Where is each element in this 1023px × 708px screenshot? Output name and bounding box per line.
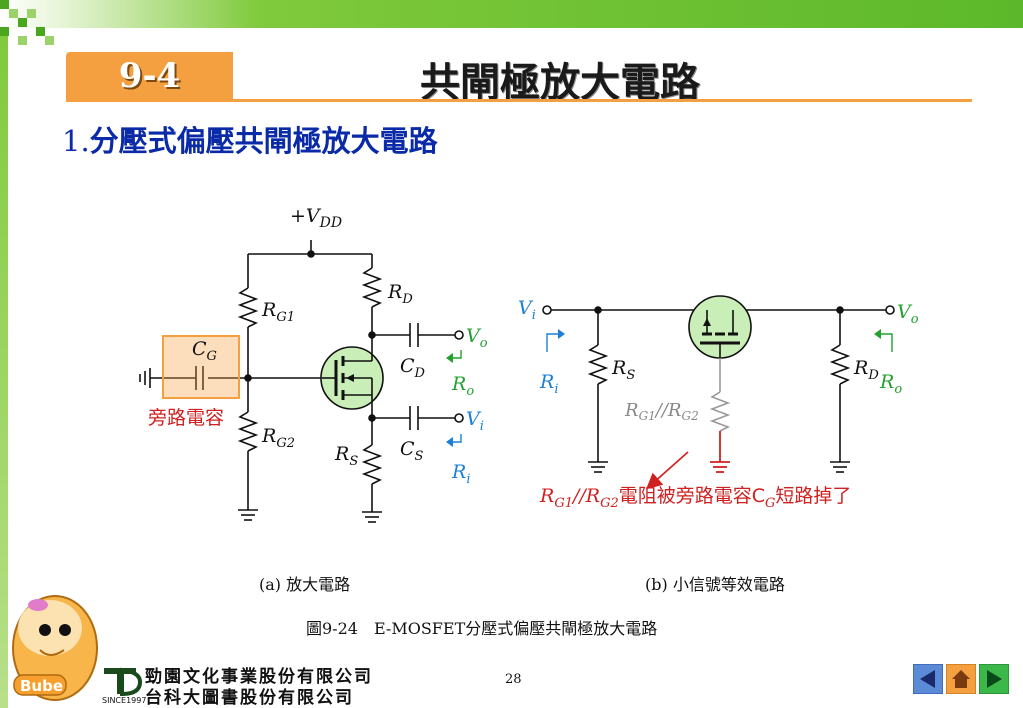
rg2-label: RG2 (261, 425, 295, 451)
rg1-label: RG1 (261, 299, 295, 325)
rg-parallel-label: RG1//RG2 (624, 400, 699, 423)
logo-since: SINCE1997 (102, 696, 147, 705)
figure-caption: 圖9-24 E-MOSFET分壓式偏壓共閘極放大電路 (306, 619, 658, 638)
cs-label: CS (400, 438, 424, 464)
bypass-capacitor-highlight (162, 335, 240, 399)
ri-arrow-b (546, 333, 559, 352)
previous-icon (912, 663, 944, 695)
rg-parallel-resistor (709, 358, 731, 432)
mosfet-a (320, 346, 384, 410)
rg1-resistor (237, 287, 259, 328)
publisher-logo (102, 667, 143, 697)
circuit-a (139, 240, 464, 523)
shorted-note: RG1//RG2電阻被旁路電容CG短路掉了 (539, 485, 851, 511)
rg2-resistor (237, 411, 259, 452)
caption-b: (b) 小信號等效電路 (645, 575, 785, 594)
page-title: 共閘極放大電路 (420, 60, 700, 106)
rs-label-b: RS (611, 357, 635, 383)
next-button[interactable] (978, 663, 1010, 695)
subtitle: 1.分壓式偏壓共閘極放大電路 (62, 118, 438, 160)
note-arrow (646, 451, 689, 490)
section-number: 9-4 (118, 56, 181, 96)
mascot-image (12, 595, 98, 701)
subtitle-number: 1. (62, 124, 90, 158)
cd-label: CD (400, 355, 426, 381)
mascot-label: Bube (20, 677, 64, 695)
vo-label-a: Vo (466, 325, 488, 351)
subtitle-text: 分壓式偏壓共閘極放大電路 (89, 124, 438, 158)
company-line-2: 台科大圖書股份有限公司 (145, 688, 354, 708)
home-button[interactable] (945, 663, 977, 695)
rd-label-b: RD (853, 357, 879, 383)
home-icon (945, 663, 977, 695)
caption-a: (a) 放大電路 (259, 575, 351, 594)
vi-label-a: Vi (466, 408, 484, 434)
rd-resistor (361, 267, 383, 308)
mosfet-b (688, 295, 752, 359)
ri-label-b: Ri (539, 371, 558, 397)
rs-resistor (361, 444, 383, 485)
section-tab (66, 52, 233, 100)
title-underline (66, 99, 972, 102)
rd-label: RD (387, 281, 413, 307)
page-number: 28 (505, 672, 522, 687)
vi-label-b: Vi (518, 297, 536, 323)
red-short (710, 431, 730, 473)
vdd-label: +VDD (290, 205, 342, 231)
vo-label-b: Vo (897, 301, 919, 327)
next-icon (978, 663, 1010, 695)
previous-button[interactable] (912, 663, 944, 695)
rs-label: RS (334, 443, 358, 469)
left-decor-bar (0, 28, 8, 708)
top-decor-bar (0, 0, 1023, 28)
ro-label-a: Ro (451, 373, 474, 399)
company-line-1: 勁園文化事業股份有限公司 (145, 667, 373, 687)
ri-label-a: Ri (451, 461, 470, 487)
ro-label-b: Ro (879, 371, 902, 397)
ro-arrow-b (880, 333, 893, 352)
cg-label: CG (192, 338, 217, 364)
bypass-capacitor-label: 旁路電容 (148, 407, 224, 429)
